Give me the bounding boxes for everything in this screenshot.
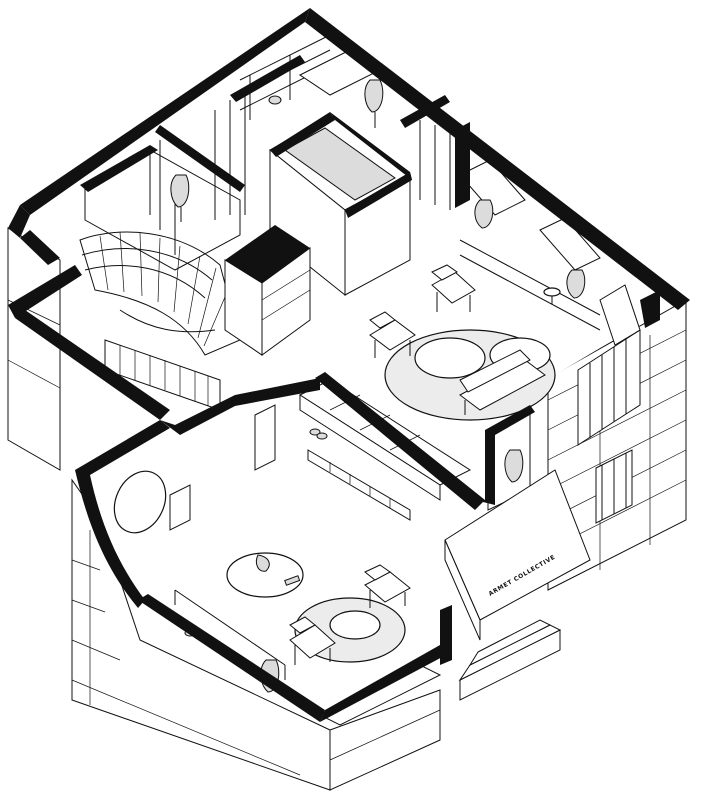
side-table-icon bbox=[543, 287, 561, 304]
column bbox=[254, 404, 276, 471]
center-divider-wall bbox=[160, 378, 320, 435]
window-icon bbox=[595, 449, 633, 524]
south-wall bbox=[138, 594, 325, 722]
fitting-wall-top bbox=[270, 112, 335, 157]
front-base bbox=[329, 689, 441, 791]
west-wall bbox=[8, 265, 82, 318]
entrance-steps bbox=[458, 619, 562, 701]
fitting-room-side bbox=[269, 148, 346, 297]
north-west-wall bbox=[20, 8, 310, 215]
mannequin-icon bbox=[170, 174, 190, 222]
shopfront-frame bbox=[475, 405, 535, 505]
oval-mirror-icon bbox=[113, 470, 167, 534]
shoes-icon bbox=[309, 428, 328, 440]
garment-rack-icon bbox=[459, 159, 601, 331]
center-diag-wall bbox=[315, 372, 485, 510]
mannequin-icon bbox=[566, 269, 586, 299]
fitting-wall-right bbox=[330, 112, 412, 180]
mannequin-icon bbox=[364, 79, 384, 128]
fitting-wall-front bbox=[345, 172, 412, 218]
round-table-icon bbox=[414, 337, 486, 379]
west-diag-wall bbox=[15, 310, 170, 420]
curved-wall bbox=[75, 420, 170, 608]
mannequins bbox=[170, 79, 586, 693]
armchair-icon bbox=[431, 264, 476, 312]
upper-lounge bbox=[369, 264, 556, 421]
back-room-wall bbox=[80, 145, 158, 192]
sign-side bbox=[444, 539, 481, 641]
round-table-icon bbox=[329, 610, 381, 640]
mannequin-icon bbox=[474, 199, 494, 229]
inner-wall-a bbox=[230, 55, 305, 102]
counter-top bbox=[225, 225, 310, 283]
inner-pier bbox=[455, 122, 470, 208]
north-east-wall bbox=[305, 8, 690, 310]
armchair-icon bbox=[364, 564, 411, 608]
corner-wall bbox=[8, 205, 30, 238]
right-panels bbox=[577, 284, 641, 446]
counter-side bbox=[224, 259, 263, 356]
back-room-wall-2 bbox=[155, 125, 245, 192]
small-stand bbox=[169, 484, 191, 531]
handbag-icon bbox=[268, 95, 282, 105]
door-jamb bbox=[440, 605, 452, 665]
right-pier bbox=[640, 290, 660, 328]
armchair-icon bbox=[289, 616, 336, 665]
sofa-icon bbox=[459, 349, 546, 415]
round-table-icon bbox=[226, 552, 304, 598]
left-facade bbox=[7, 227, 61, 471]
inner-wall-b bbox=[400, 95, 450, 128]
staircase-icon bbox=[79, 231, 241, 411]
south-east-wall bbox=[320, 645, 446, 722]
left-stub bbox=[20, 230, 60, 265]
armchair-icon bbox=[369, 311, 416, 358]
cut-walls bbox=[8, 8, 690, 722]
